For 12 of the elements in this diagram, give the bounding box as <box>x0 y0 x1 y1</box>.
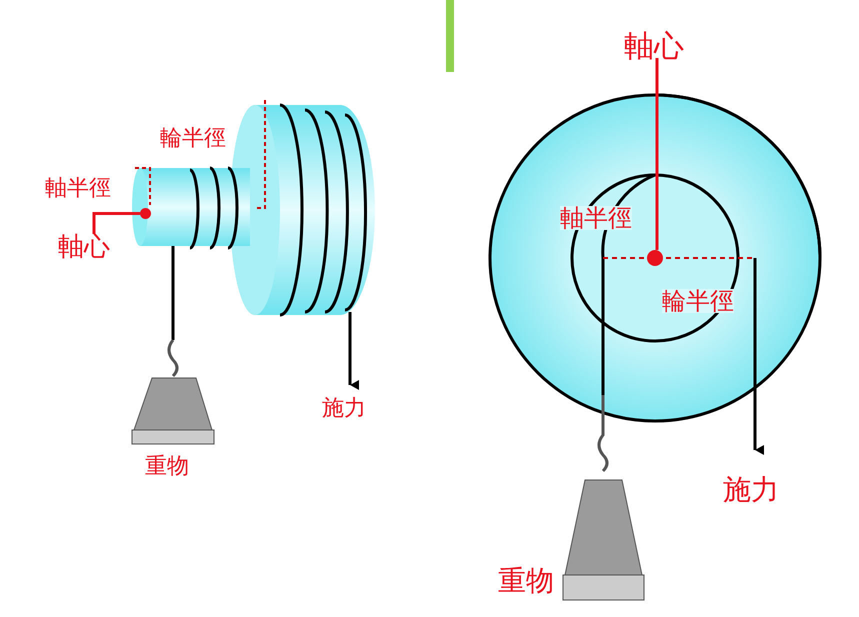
part-label: 施力 <box>322 398 366 420</box>
part-label: 重物 <box>498 567 554 595</box>
part-label: 軸半徑 <box>45 178 111 200</box>
leader-line <box>656 58 658 250</box>
leader-line <box>92 212 140 234</box>
part-label: 軸心 <box>624 32 684 62</box>
part-label: 輪半徑 <box>160 128 226 150</box>
part-label: 軸半徑 <box>560 206 632 230</box>
part-label: 軸心 <box>58 234 110 260</box>
part-label: 輪半徑 <box>662 289 734 313</box>
part-label: 施力 <box>723 476 779 504</box>
part-label: 重物 <box>145 456 189 478</box>
